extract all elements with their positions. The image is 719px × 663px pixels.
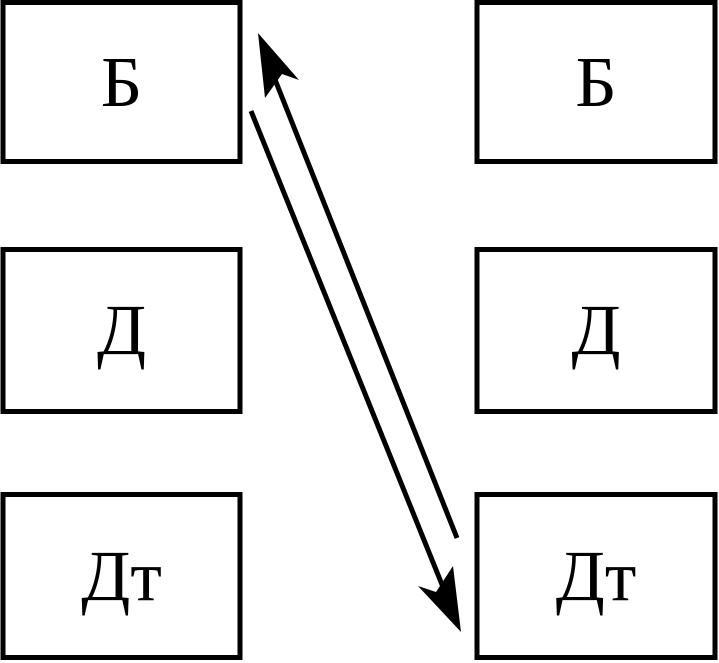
right-box-b-label: Б [575,42,616,122]
left-box-d: Д [0,247,243,414]
arrow-to-right-dt-shaft [248,110,450,598]
left-box-dt: Дт [0,492,243,660]
left-box-dt-label: Дт [81,536,162,616]
arrow-to-right-dt [248,110,461,632]
left-box-b: Б [0,0,243,164]
left-box-b-label: Б [101,42,142,122]
arrow-to-right-dt-head [418,566,461,632]
right-box-b: Б [474,0,718,164]
left-box-d-label: Д [97,290,146,370]
arrow-to-left-b-head [258,33,299,98]
arrow-to-left-b-shaft [269,71,460,539]
right-box-dt-label: Дт [556,536,637,616]
right-box-d-label: Д [571,290,620,370]
right-box-dt: Дт [474,492,718,660]
right-box-d: Д [474,247,718,414]
arrow-to-left-b [258,33,460,539]
